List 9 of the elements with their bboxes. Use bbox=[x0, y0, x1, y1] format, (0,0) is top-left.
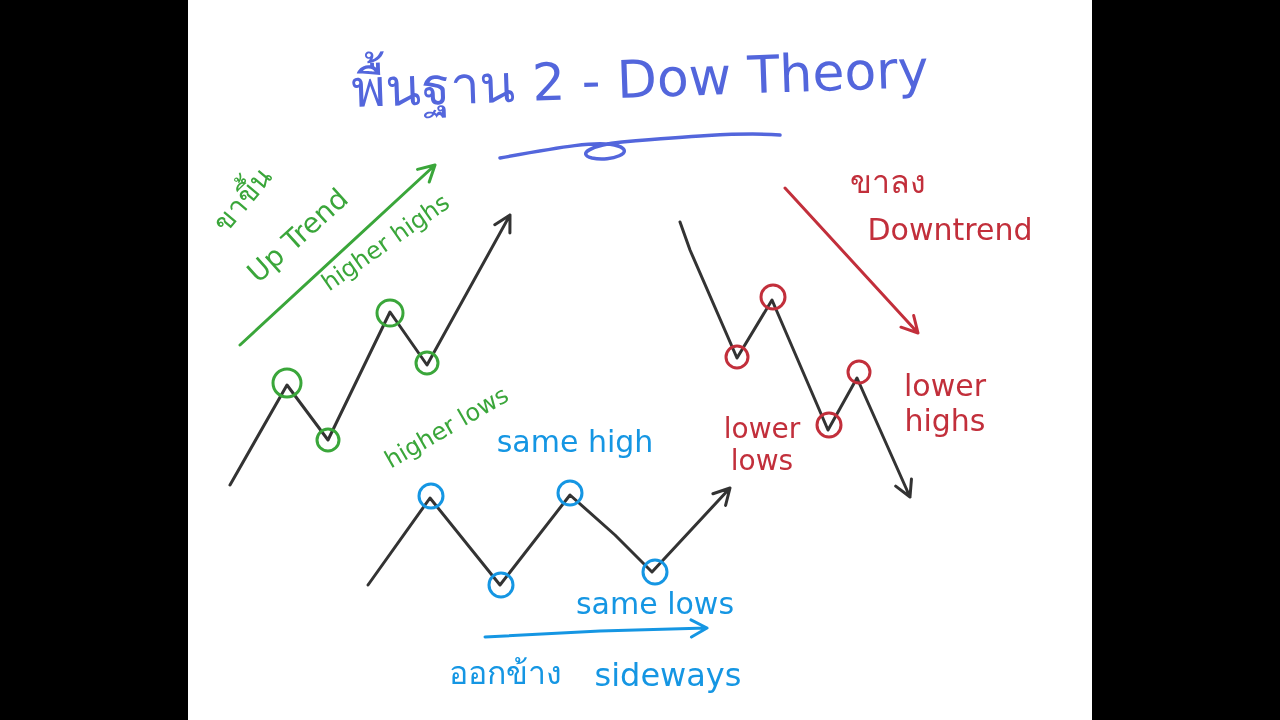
title: พื้นฐาน 2 - Dow Theory bbox=[350, 40, 930, 120]
pivot-label: same lows bbox=[575, 586, 735, 622]
pivot-label: same high bbox=[496, 424, 654, 460]
pivot-label: lower lows bbox=[722, 412, 802, 478]
trend-label: Downtrend bbox=[867, 212, 1033, 248]
pivot-label: lower highs bbox=[903, 368, 987, 438]
trend-label: sideways bbox=[594, 656, 742, 694]
trend-label: ออกข้าง bbox=[448, 654, 562, 692]
trend-label: ขาลง bbox=[850, 163, 926, 201]
